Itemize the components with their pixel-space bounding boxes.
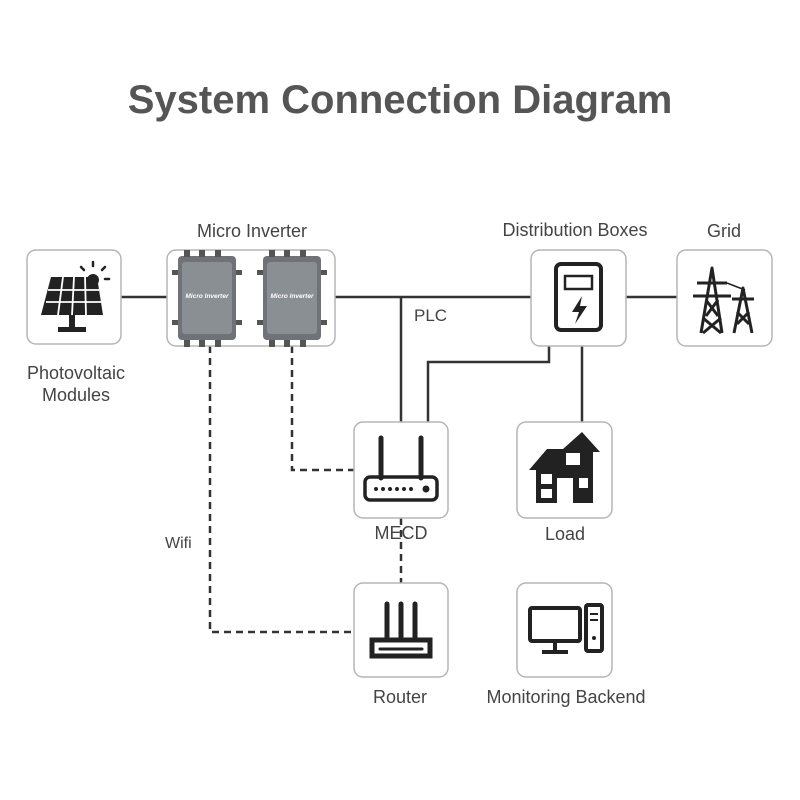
label-router: Router <box>372 687 428 707</box>
label-distribution-boxes: Distribution Boxes <box>502 220 648 240</box>
router-icon <box>369 601 433 659</box>
computer-icon <box>528 603 604 654</box>
label-mecd: MECD <box>374 523 428 543</box>
label-photovoltaic-modules: Photovoltaic Modules <box>27 362 125 406</box>
label-grid: Grid <box>706 221 742 241</box>
label-load: Load <box>544 524 586 544</box>
page-title: System Connection Diagram <box>127 78 673 122</box>
distribution-box-icon <box>554 262 603 332</box>
inverter-unit-1-label: Micro Inverter <box>186 293 229 300</box>
mecd-box <box>353 421 449 519</box>
label-pv-line2: Modules <box>41 385 111 405</box>
power-tower-icon <box>693 266 754 335</box>
grid-box <box>676 249 773 347</box>
edge-label-wifi: Wifi <box>165 535 192 552</box>
edge-label-plc: PLC <box>414 306 448 325</box>
dashed-inverter-to-mecd <box>290 346 354 472</box>
solar-panel-icon <box>41 260 111 332</box>
inverter-unit-2-label: Micro Inverter <box>271 293 314 300</box>
line-distribution-to-mecd <box>426 346 551 422</box>
micro-inverter-icon: Micro Inverter Micro Inverter <box>172 250 327 347</box>
label-micro-inverter: Micro Inverter <box>196 221 308 241</box>
mecd-device-icon <box>363 435 439 502</box>
label-monitoring-backend: Monitoring Backend <box>486 687 646 707</box>
dashed-inverter-to-router <box>208 346 354 634</box>
house-icon <box>529 432 600 503</box>
label-pv-line1: Photovoltaic <box>26 363 126 383</box>
